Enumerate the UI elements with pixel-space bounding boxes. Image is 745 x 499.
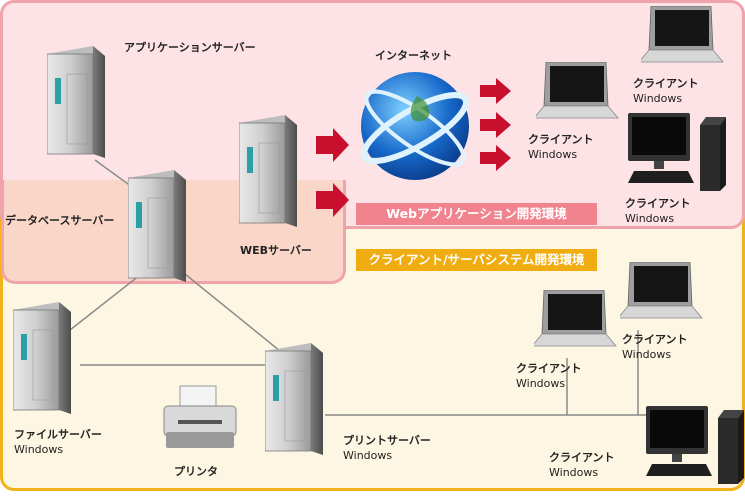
laptop-icon-1	[536, 62, 619, 119]
app-server-label: アプリケーションサーバー	[124, 41, 256, 54]
arrow-client-2	[480, 112, 511, 138]
client-server-banner: クライアント/サーバシステム開発環境	[356, 249, 597, 271]
print-server-icon	[265, 343, 324, 456]
internet-globe-icon	[360, 72, 470, 180]
file-server-label: ファイルサーバー	[14, 428, 102, 441]
arrow-web-2	[316, 183, 349, 217]
client-os-3: Windows	[625, 212, 675, 225]
file-server-os: Windows	[14, 443, 64, 456]
desktop-icon-2	[646, 406, 744, 484]
client-label-2: クライアント	[633, 77, 699, 90]
web-server-icon	[239, 115, 298, 228]
file-server-icon	[13, 302, 72, 415]
client-os-1: Windows	[528, 148, 578, 161]
link-db-print	[179, 269, 286, 356]
web-app-banner: Webアプリケーション開発環境	[356, 203, 597, 225]
print-server-label: プリントサーバー	[343, 434, 431, 447]
db-server-label: データベースサーバー	[5, 214, 115, 227]
arrow-web-1	[316, 128, 349, 162]
web-server-label: WEBサーバー	[240, 244, 312, 257]
client-label-3: クライアント	[625, 197, 691, 210]
client-os-6: Windows	[549, 466, 599, 479]
arrows	[316, 78, 511, 217]
client-os-2: Windows	[633, 92, 683, 105]
client-os-5: Windows	[622, 348, 672, 361]
link-db-file	[69, 274, 141, 331]
client-label-4: クライアント	[516, 362, 582, 375]
db-server-icon	[128, 170, 187, 283]
app-server-icon	[47, 46, 106, 159]
laptop-icon-3	[534, 290, 617, 347]
client-label-1: クライアント	[528, 133, 594, 146]
laptop-icon-4	[620, 262, 703, 319]
arrow-client-1	[480, 78, 511, 104]
client-label-6: クライアント	[549, 451, 615, 464]
client-os-4: Windows	[516, 377, 566, 390]
arrow-client-3	[480, 145, 511, 171]
printer-icon	[163, 385, 237, 448]
print-server-os: Windows	[343, 449, 393, 462]
desktop-icon-1	[628, 113, 726, 191]
laptop-icon-2	[641, 6, 724, 63]
internet-label: インターネット	[375, 49, 452, 62]
client-label-5: クライアント	[622, 333, 688, 346]
printer-label: プリンタ	[174, 465, 218, 478]
